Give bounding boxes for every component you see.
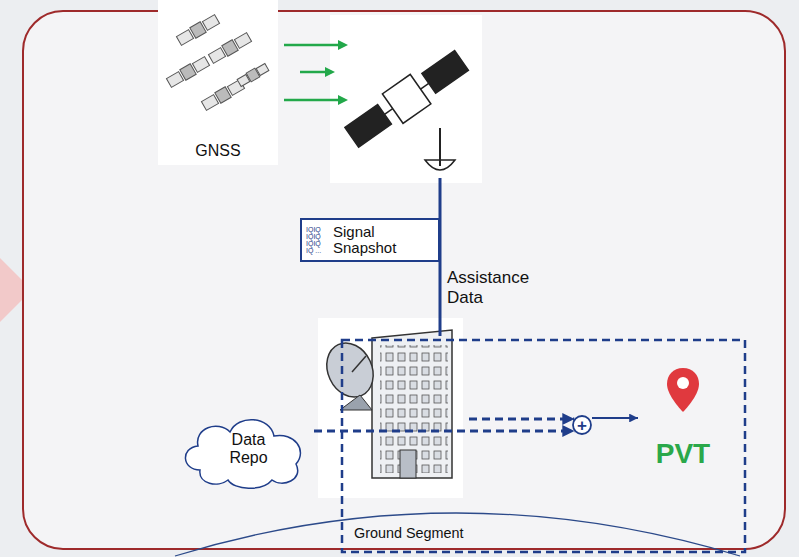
earth-arc	[175, 513, 740, 556]
node-text: PVT	[656, 439, 710, 470]
gnss-box: GNSS	[158, 0, 278, 165]
sum-circle: +	[572, 415, 592, 435]
signal-arrows	[284, 40, 348, 105]
node-text: IQIQ IQIQ IQIQ IQ ...	[306, 226, 323, 254]
pvt-node: PVT	[640, 362, 726, 474]
node-text: Data Repo	[218, 431, 280, 466]
frame	[23, 11, 785, 549]
dashed-arrow	[469, 418, 574, 421]
node-text: +	[577, 417, 587, 434]
gnss-box-shape	[158, 0, 278, 165]
signal-snapshot-box: IQIQ IQIQ IQIQ IQ ... Signal Snapshot	[300, 218, 440, 262]
satellite-icon	[330, 15, 482, 183]
data-repo-cloud: Data Repo	[178, 408, 313, 490]
ground-station-icon	[318, 318, 463, 498]
node-text: Ground Segment	[352, 526, 466, 542]
ground-station-node: Ground Segment	[318, 318, 468, 550]
dashed-arrow	[314, 430, 574, 433]
ground-segment-region	[342, 340, 745, 552]
link-label: Assistance Data	[447, 268, 542, 307]
node-text: GNSS	[195, 142, 240, 160]
node-text: Signal Snapshot	[333, 224, 408, 257]
arrow	[592, 417, 638, 419]
